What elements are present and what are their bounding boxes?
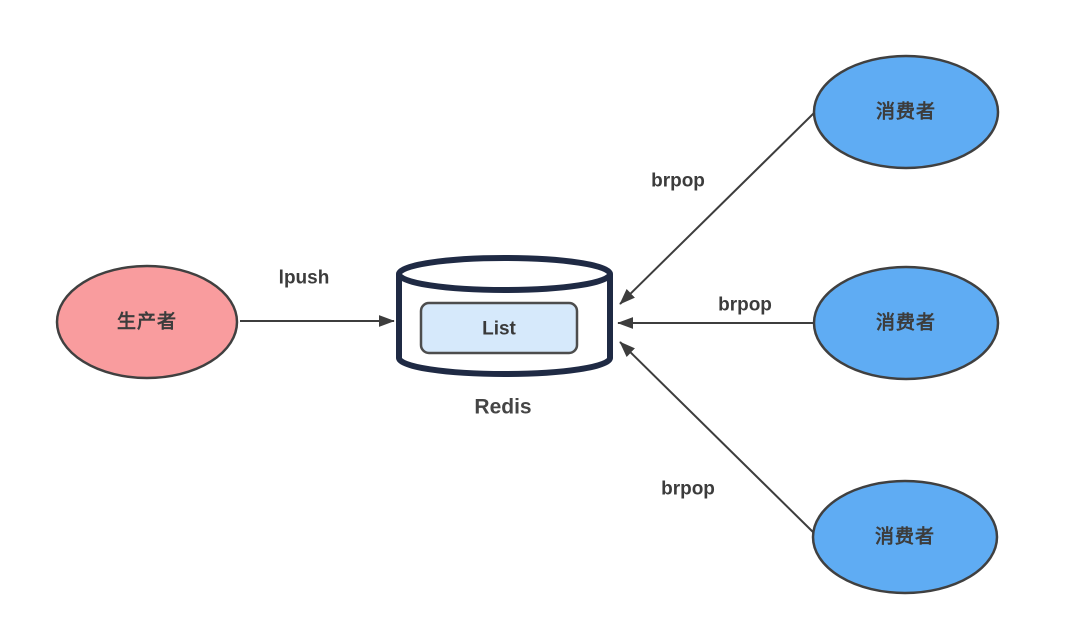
redis-label: Redis	[474, 395, 532, 419]
consumer-label-3: 消费者	[874, 526, 936, 548]
edge-label-lpush: lpush	[278, 267, 330, 289]
producer-node	[55, 264, 239, 380]
edge-label-brpop-3: brpop	[661, 478, 715, 500]
consumer-node-2	[812, 265, 1000, 381]
consumer-node-1	[812, 54, 1000, 170]
edge-brpop-arrow-3	[619, 341, 815, 534]
consumer-label-1: 消费者	[875, 101, 937, 123]
consumer-label-2: 消费者	[875, 312, 937, 334]
producer-label: 生产者	[116, 311, 178, 333]
list-label: List	[482, 318, 516, 340]
edge-label-brpop-1: brpop	[651, 170, 705, 192]
edge-label-brpop-2: brpop	[718, 294, 772, 316]
consumer-node-3	[811, 479, 999, 595]
redis-cylinder-top	[396, 255, 613, 293]
list-box	[419, 301, 579, 355]
edge-brpop-arrow-1	[619, 112, 815, 305]
